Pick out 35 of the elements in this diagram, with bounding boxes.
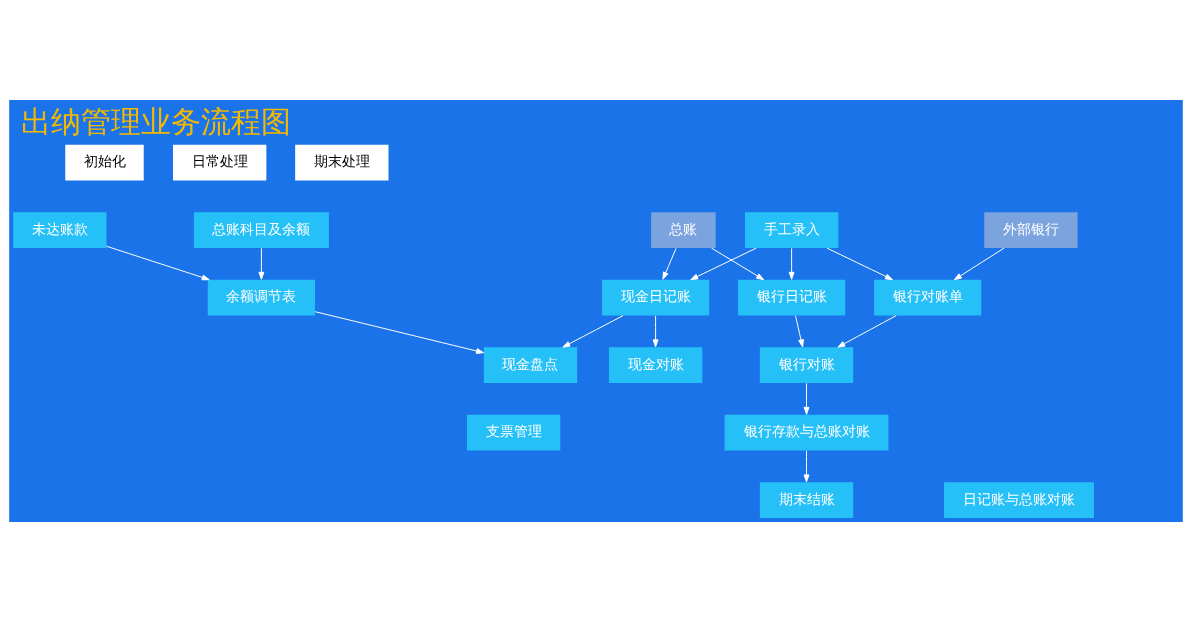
node-box: 银行对账	[759, 346, 854, 383]
arrow	[314, 310, 484, 354]
node-box: 总账	[651, 211, 716, 248]
arrow	[826, 247, 893, 280]
node-box: 日记账与总账对账	[944, 481, 1094, 518]
node-box: 日常处理	[173, 144, 267, 180]
arrow	[711, 247, 765, 280]
arrow	[788, 247, 795, 280]
arrow	[562, 314, 624, 348]
node-box: 现金日记账	[601, 279, 710, 315]
arrow	[690, 247, 757, 280]
diagram-title: 出纳管理业务流程图	[20, 103, 291, 139]
node-box: 手工录入	[744, 211, 839, 248]
node-box: 初始化	[65, 144, 144, 180]
node-box: 未达账款	[13, 211, 107, 248]
arrow	[837, 314, 897, 348]
arrow	[803, 449, 810, 482]
arrow	[795, 314, 804, 347]
node-box: 外部银行	[984, 211, 1078, 248]
node-box: 现金对账	[608, 346, 703, 383]
arrow	[258, 247, 265, 280]
arrow	[652, 314, 659, 347]
arrow	[106, 245, 210, 280]
node-box: 期末结账	[759, 481, 854, 518]
node-box: 银行对账单	[874, 279, 982, 315]
node-box: 总账科目及余额	[193, 211, 329, 248]
node-box: 余额调节表	[207, 279, 315, 315]
arrow	[953, 247, 1005, 280]
node-box: 银行日记账	[738, 279, 846, 315]
arrow	[662, 247, 677, 280]
node-box: 现金盘点	[483, 346, 578, 383]
node-box: 银行存款与总账对账	[724, 414, 889, 450]
arrow	[803, 382, 810, 415]
node-box: 支票管理	[466, 414, 561, 450]
node-box: 期末处理	[295, 144, 389, 180]
